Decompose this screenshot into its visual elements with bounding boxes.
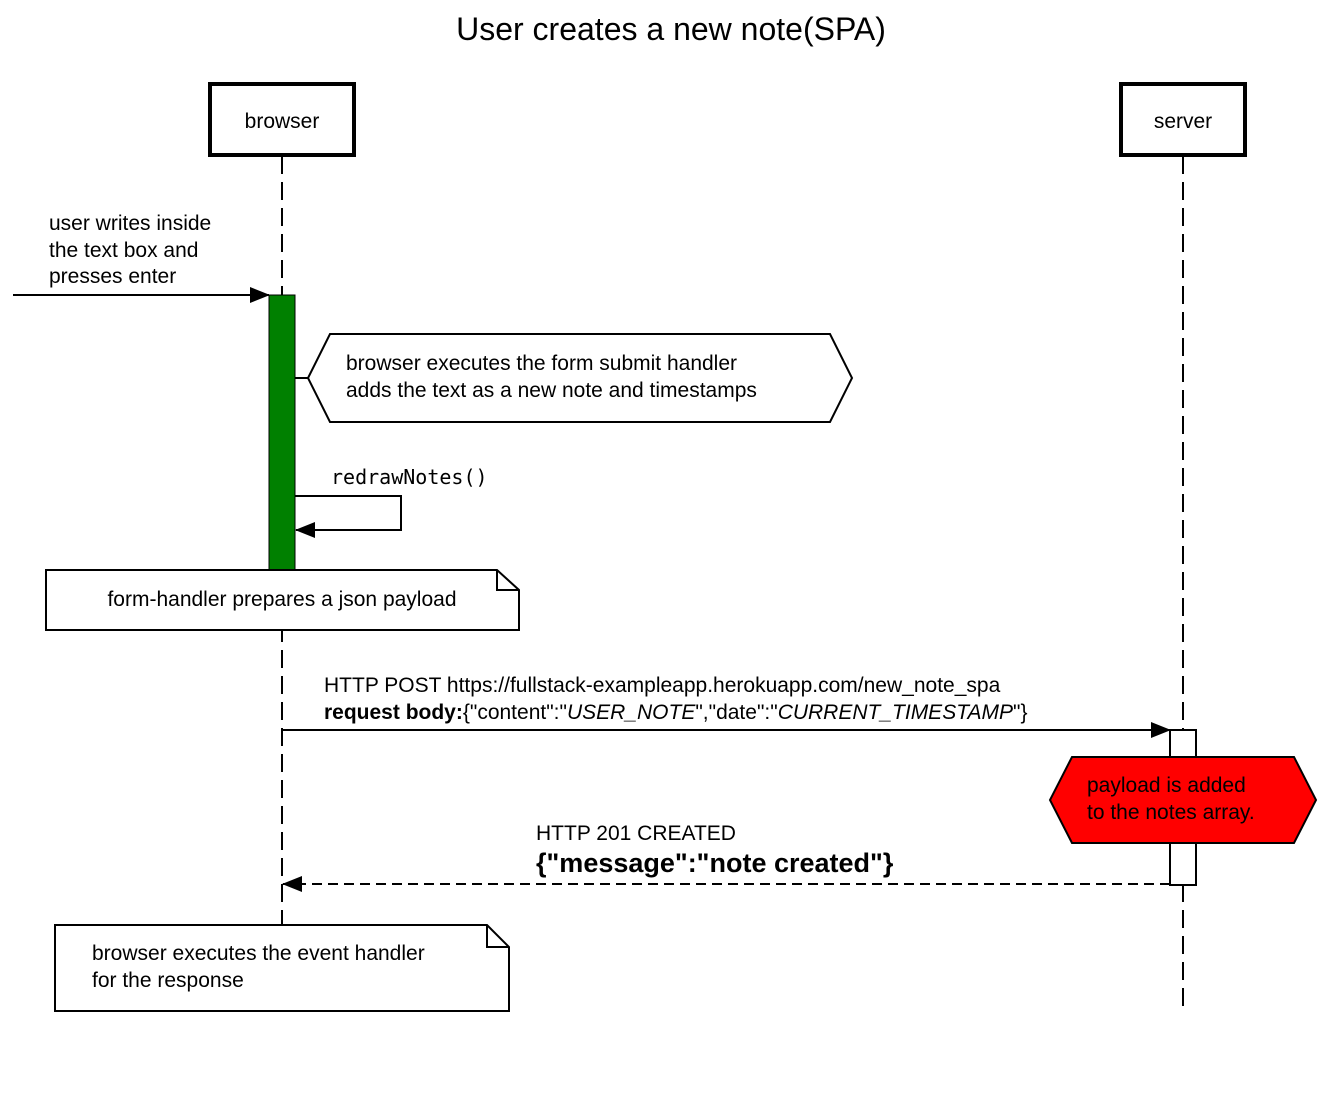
post-request-body: request body:{"content":"USER_NOTE","dat…	[324, 701, 1027, 724]
json-payload-note-text: form-handler prepares a json payload	[107, 588, 456, 611]
browser-participant: browser	[208, 82, 356, 157]
json-payload-note: form-handler prepares a json payload	[45, 569, 520, 631]
server-action-box: payload is added to the notes array.	[1048, 756, 1318, 844]
server-action-text: payload is added to the notes array.	[1087, 774, 1255, 824]
server-participant-label: server	[1154, 110, 1212, 133]
redraw-notes-arrow	[295, 495, 402, 538]
response-body-label: {"message":"note created"}	[536, 848, 894, 878]
event-handler-note-text: browser executes the event handler for t…	[92, 942, 431, 992]
submit-handler-text: browser executes the form submit handler…	[346, 352, 757, 402]
submit-handler-box: browser executes the form submit handler…	[295, 333, 854, 423]
redraw-notes-label: redrawNotes()	[331, 465, 488, 489]
response-status-label: HTTP 201 CREATED	[536, 822, 736, 845]
post-request-label: HTTP POST https://fullstack-exampleapp.h…	[324, 674, 1001, 697]
browser-participant-label: browser	[245, 110, 320, 133]
event-handler-note: browser executes the event handler for t…	[54, 924, 510, 1012]
browser-activation-bar	[268, 294, 296, 571]
user-input-label: user writes inside the text box and pres…	[49, 212, 217, 288]
diagram-title: User creates a new note(SPA)	[456, 11, 886, 47]
server-participant: server	[1119, 82, 1247, 157]
